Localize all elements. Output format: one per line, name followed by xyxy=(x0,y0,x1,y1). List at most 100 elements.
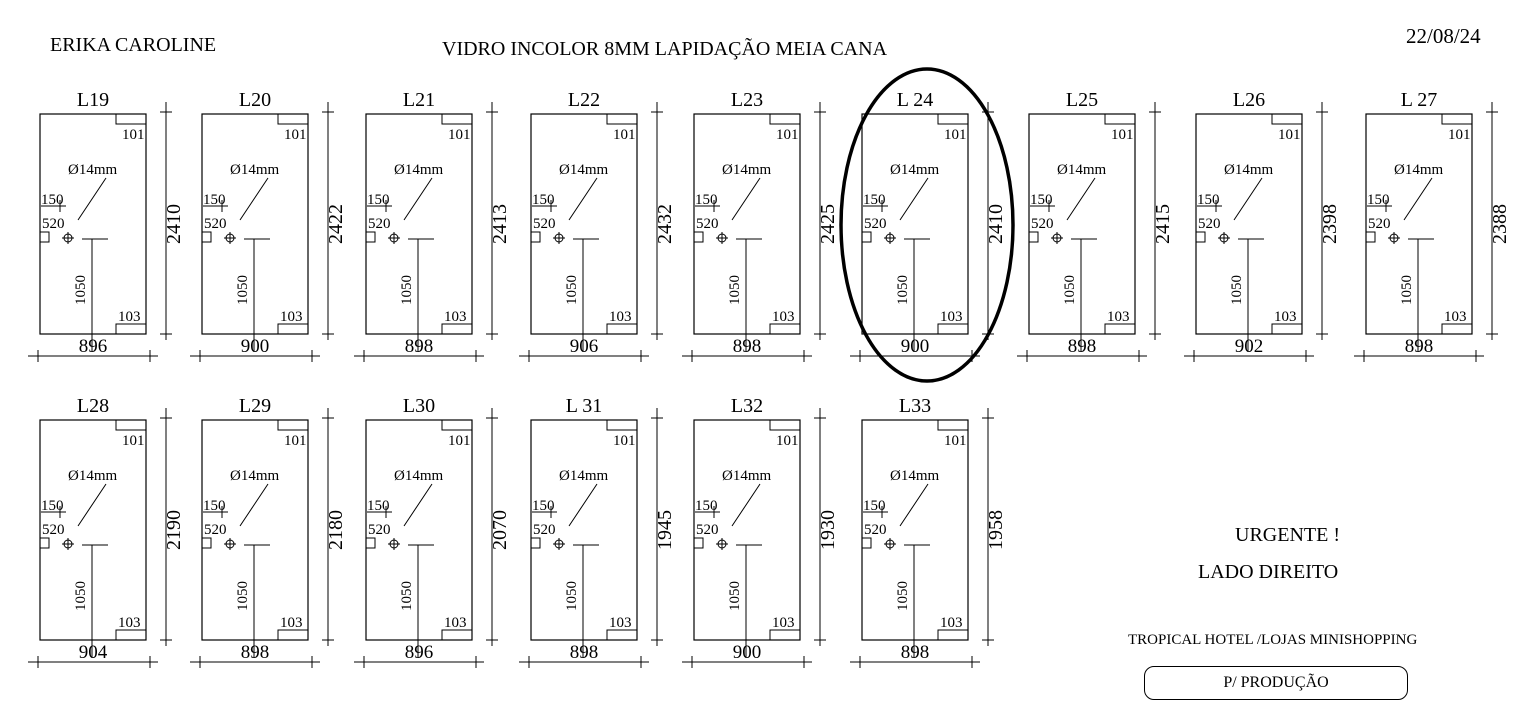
bottom-corner-label: 103 xyxy=(609,615,632,631)
bottom-corner-label: 103 xyxy=(444,615,467,631)
hole-diameter-label: Ø14mm xyxy=(890,162,940,178)
top-corner-label: 101 xyxy=(1278,127,1301,143)
height-dimension-label: 2398 xyxy=(1319,204,1341,244)
offset-x-label: 150 xyxy=(367,498,390,514)
hole-diameter-label: Ø14mm xyxy=(890,468,940,484)
hole-diameter-label: Ø14mm xyxy=(68,468,118,484)
corner-marker xyxy=(769,419,801,431)
hole-diameter-label: Ø14mm xyxy=(230,162,280,178)
bottom-corner-label: 103 xyxy=(118,309,141,325)
panel-id-label: L 24 xyxy=(897,89,933,111)
height-dimension-label: 2422 xyxy=(325,204,347,244)
panel-outline xyxy=(1028,113,1136,335)
width-dimension-label: 906 xyxy=(570,336,599,357)
corner-marker xyxy=(277,419,309,431)
handle-notch xyxy=(201,537,212,549)
panel-id-label: L20 xyxy=(239,89,271,111)
hole-height-label: 1050 xyxy=(1229,275,1245,305)
offset-x-label: 150 xyxy=(1030,192,1053,208)
offset-y-label: 520 xyxy=(533,522,556,538)
offset-x-label: 150 xyxy=(532,498,555,514)
panel-id-label: L25 xyxy=(1066,89,1098,111)
panel-outline xyxy=(693,113,801,335)
panel-id-label: L33 xyxy=(899,395,931,417)
hole-height-label: 1050 xyxy=(399,581,415,611)
offset-x-label: 150 xyxy=(41,192,64,208)
side-note: LADO DIREITO xyxy=(1198,561,1339,583)
hole-height-label: 1050 xyxy=(727,275,743,305)
width-dimension-label: 898 xyxy=(1068,336,1097,357)
corner-marker xyxy=(115,629,147,641)
top-corner-label: 101 xyxy=(776,127,799,143)
top-corner-label: 101 xyxy=(1111,127,1134,143)
corner-marker xyxy=(937,113,969,125)
corner-marker xyxy=(769,113,801,125)
panel-outline xyxy=(530,113,638,335)
offset-x-label: 150 xyxy=(695,192,718,208)
panel-id-label: L26 xyxy=(1233,89,1265,111)
top-corner-label: 101 xyxy=(448,433,471,449)
corner-marker xyxy=(769,323,801,335)
width-dimension-label: 902 xyxy=(1235,336,1264,357)
offset-y-label: 520 xyxy=(864,522,887,538)
height-dimension-label: 1930 xyxy=(817,510,839,550)
corner-marker xyxy=(1271,323,1303,335)
panel-outline xyxy=(201,419,309,641)
order-date: 22/08/24 xyxy=(1406,24,1481,48)
hole-diameter-label: Ø14mm xyxy=(68,162,118,178)
project-name: TROPICAL HOTEL /LOJAS MINISHOPPING xyxy=(1128,632,1418,648)
offset-x-label: 150 xyxy=(203,498,226,514)
hole-height-label: 1050 xyxy=(564,275,580,305)
panel-outline xyxy=(861,419,969,641)
bottom-corner-label: 103 xyxy=(444,309,467,325)
bottom-corner-label: 103 xyxy=(1107,309,1130,325)
corner-marker xyxy=(115,113,147,125)
corner-marker xyxy=(441,629,473,641)
offset-y-label: 520 xyxy=(696,216,719,232)
height-dimension-label: 1945 xyxy=(654,510,676,550)
offset-y-label: 520 xyxy=(42,522,65,538)
offset-x-label: 150 xyxy=(863,192,886,208)
panel-outline xyxy=(39,419,147,641)
corner-marker xyxy=(441,113,473,125)
height-dimension-label: 2413 xyxy=(489,204,511,244)
offset-x-label: 150 xyxy=(1197,192,1220,208)
corner-marker xyxy=(277,323,309,335)
corner-marker xyxy=(115,419,147,431)
top-corner-label: 101 xyxy=(944,433,967,449)
top-corner-label: 101 xyxy=(284,433,307,449)
panel-outline xyxy=(201,113,309,335)
bottom-corner-label: 103 xyxy=(940,309,963,325)
highlight-circle xyxy=(839,67,1015,383)
height-dimension-label: 2425 xyxy=(817,204,839,244)
height-dimension-label: 2070 xyxy=(489,510,511,550)
panel-outline xyxy=(861,113,969,335)
panel-outline xyxy=(693,419,801,641)
height-dimension-label: 2410 xyxy=(985,204,1007,244)
bottom-corner-label: 103 xyxy=(1274,309,1297,325)
panel-outline xyxy=(39,113,147,335)
hole-height-label: 1050 xyxy=(235,581,251,611)
panel-outline xyxy=(365,113,473,335)
corner-marker xyxy=(1441,323,1473,335)
width-dimension-label: 898 xyxy=(1405,336,1434,357)
hole-diameter-label: Ø14mm xyxy=(1394,162,1444,178)
width-dimension-label: 898 xyxy=(405,336,434,357)
corner-marker xyxy=(441,419,473,431)
offset-x-label: 150 xyxy=(1367,192,1390,208)
top-corner-label: 101 xyxy=(122,127,145,143)
width-dimension-label: 896 xyxy=(79,336,108,357)
corner-marker xyxy=(1441,113,1473,125)
offset-x-label: 150 xyxy=(532,192,555,208)
height-dimension-label: 1958 xyxy=(985,510,1007,550)
handle-notch xyxy=(39,537,50,549)
hole-diameter-label: Ø14mm xyxy=(559,162,609,178)
corner-marker xyxy=(1271,113,1303,125)
